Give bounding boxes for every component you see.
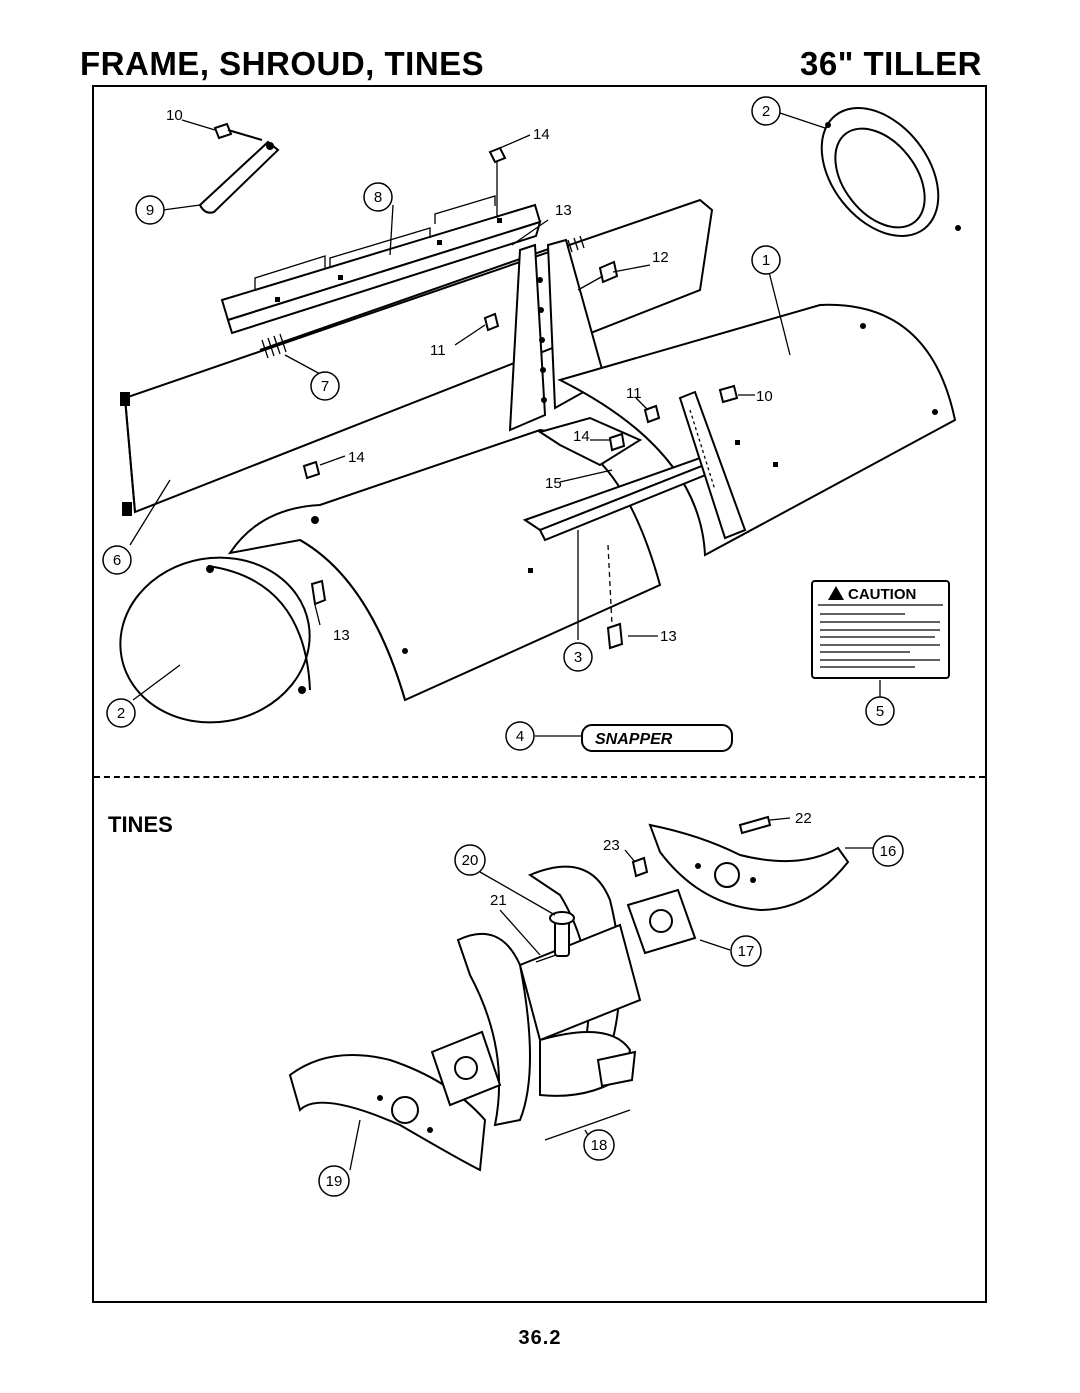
callout-6: 6 [102,545,132,575]
label-11-right: 11 [626,385,642,402]
svg-text:18: 18 [591,1137,608,1154]
part-number-labels: 10 10 11 11 12 13 13 13 14 14 14 15 21 2… [166,107,812,909]
diagram-frame [92,85,987,1303]
svg-text:2: 2 [762,103,770,120]
part-7-rod [259,235,585,359]
label-15: 15 [545,475,562,492]
svg-text:5: 5 [876,703,884,720]
svg-text:4: 4 [516,728,524,745]
svg-text:8: 8 [374,189,382,206]
caution-decal-title: CAUTION [848,586,916,603]
svg-text:3: 3 [574,649,582,666]
part-2-end-cap-right [820,107,961,237]
callout-5: 5 [865,696,895,726]
label-10-top: 10 [166,107,183,124]
part-19-tine [288,1054,487,1172]
part-16-tine [648,823,850,912]
svg-text:7: 7 [321,378,329,395]
callout-9: 9 [135,195,165,225]
label-14-top: 14 [533,126,550,143]
svg-text:9: 9 [146,202,154,219]
page-title: FRAME, SHROUD, TINES [80,45,485,82]
model-title: 36" TILLER [799,45,982,82]
label-13-bottom: 13 [660,628,677,645]
callout-4: 4 [505,721,535,751]
callout-1: 1 [751,245,781,275]
hardware [302,146,739,650]
label-12: 12 [652,249,669,266]
part-9-latch [198,122,280,214]
callout-8: 8 [363,182,393,212]
tine-hardware [535,815,772,963]
svg-text:16: 16 [880,843,897,860]
callout-2-top: 2 [751,96,781,126]
part-4-logo-decal: SNAPPER [581,724,733,752]
callout-7: 7 [310,371,340,401]
label-13-left: 13 [333,627,350,644]
callout-20: 20 [454,844,486,876]
callout-2-left: 2 [106,698,136,728]
svg-text:20: 20 [462,852,479,869]
leader-lines [129,112,881,1171]
svg-text:2: 2 [117,705,125,722]
svg-text:1: 1 [762,252,770,269]
callout-19: 19 [318,1165,350,1197]
label-10-right: 10 [756,388,773,405]
label-22: 22 [795,810,812,827]
label-21: 21 [490,892,507,909]
caution-decal-fine-print [820,613,940,668]
callout-3: 3 [563,642,593,672]
tines-section-label: TINES [108,812,173,837]
frame-upright [508,238,607,432]
mounting-plate-left [430,1030,502,1107]
svg-text:17: 17 [738,943,755,960]
svg-text:6: 6 [113,552,121,569]
part-8-bracket [220,195,542,335]
callout-18: 18 [583,1129,615,1161]
page-number: 36.2 [518,1327,562,1349]
label-13-top: 13 [555,202,572,219]
label-23: 23 [603,837,620,854]
svg-text:19: 19 [326,1173,343,1190]
part-18-tine-assembly [456,865,642,1141]
part-5-caution-decal: CAUTION [811,580,950,679]
section-divider [94,776,985,778]
label-14-left: 14 [348,449,365,466]
part-1-main-shroud [557,303,957,557]
part-3-bracket [522,390,747,542]
logo-decal-text: SNAPPER [595,731,673,748]
part-2-end-cap-left [119,556,311,724]
label-11-left: 11 [430,342,446,359]
callout-17: 17 [730,935,762,967]
part-17-mounting-plate [626,888,697,955]
label-14-center: 14 [573,428,590,445]
callout-16: 16 [872,835,904,867]
